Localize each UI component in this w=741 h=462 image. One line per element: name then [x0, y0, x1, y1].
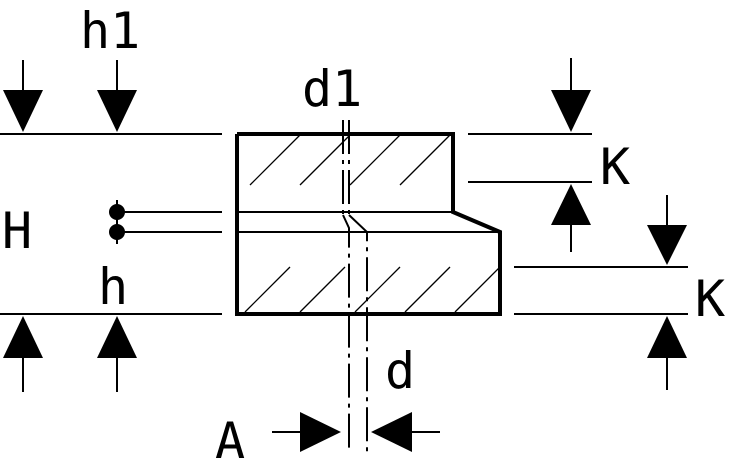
A-dimension-arrows	[272, 412, 440, 452]
right-extension-lines	[468, 133, 688, 315]
h-dimension-arrow	[97, 316, 137, 392]
label-K-upper: K	[600, 138, 630, 196]
label-A: A	[215, 412, 245, 462]
label-K-lower: K	[695, 270, 725, 328]
lower-hatching	[244, 266, 500, 313]
label-d1: d1	[302, 60, 362, 118]
H-dimension-arrow-top	[3, 60, 43, 132]
H-dimension-arrow-bottom	[3, 316, 43, 392]
K-lower-arrow-bottom	[647, 316, 687, 390]
part-outline	[235, 132, 502, 316]
label-h1: h1	[80, 2, 140, 60]
label-h: h	[98, 258, 128, 316]
K-upper-arrow-bottom	[551, 184, 591, 252]
left-extension-lines	[0, 133, 222, 315]
h1-dimension-arrow	[97, 60, 137, 132]
upper-hatching	[249, 134, 451, 186]
label-H: H	[2, 202, 32, 260]
K-upper-arrow-top	[551, 58, 591, 132]
axis-lines	[342, 120, 368, 452]
K-lower-arrow-top	[647, 195, 687, 265]
part-body	[235, 132, 502, 316]
label-d: d	[385, 342, 415, 400]
height-point-markers	[109, 200, 125, 244]
